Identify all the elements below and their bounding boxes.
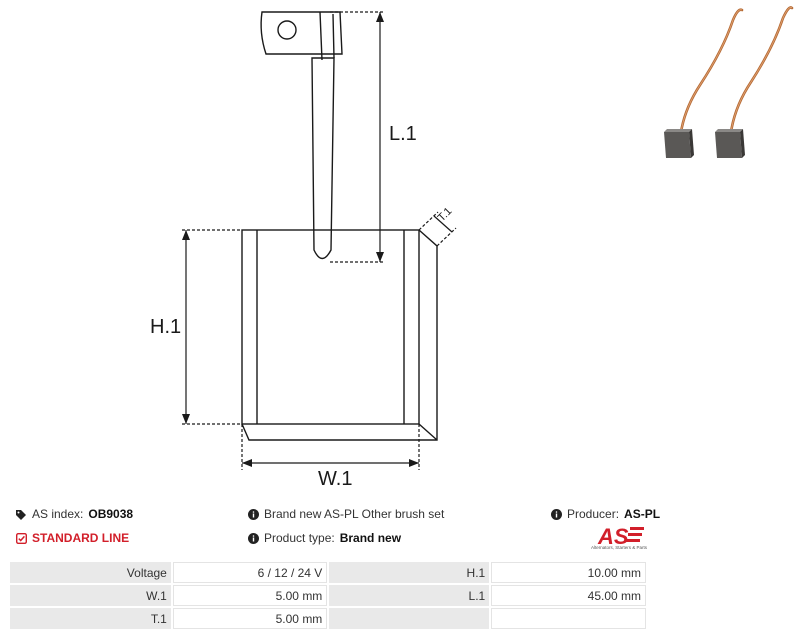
info-icon <box>248 508 259 520</box>
producer-label: Producer: <box>567 507 620 521</box>
product-photo <box>664 6 794 158</box>
spec-key: Voltage <box>10 562 171 583</box>
spec-value: 10.00 mm <box>491 562 646 583</box>
check-square-icon <box>16 532 27 544</box>
l1-label: L.1 <box>389 123 417 145</box>
terminal-tab <box>260 11 343 55</box>
info-icon <box>248 532 259 544</box>
spec-key: T.1 <box>10 608 171 629</box>
spec-key <box>329 608 490 629</box>
standard-line-label: STANDARD LINE <box>32 531 130 545</box>
spec-key: W.1 <box>10 585 171 606</box>
spec-key: L.1 <box>329 585 490 606</box>
brush-body <box>241 229 420 425</box>
product-type-value: Brand new <box>339 531 402 545</box>
technical-drawing: L.1 H.1 W.1 T.1 <box>150 11 457 490</box>
tag-icon <box>16 509 27 520</box>
as-logo-tagline: Alternators, Starters & Parts <box>590 545 648 550</box>
as-logo: AS <box>597 524 644 549</box>
producer-value: AS-PL <box>624 507 661 521</box>
terminal-hole <box>277 20 297 40</box>
info-icon <box>551 508 562 520</box>
standard-line: STANDARD LINE <box>16 531 129 545</box>
spec-key: H.1 <box>329 562 490 583</box>
as-index-label: AS index: <box>32 507 84 521</box>
as-index: AS index: OB9038 <box>16 507 133 521</box>
product-type-label: Product type: <box>264 531 335 545</box>
brush-piece <box>715 129 745 158</box>
brush-piece <box>664 129 694 158</box>
w1-label: W.1 <box>318 468 352 490</box>
spec-value: 5.00 mm <box>172 585 328 606</box>
t1-label: T.1 <box>436 205 455 224</box>
h1-label: H.1 <box>150 316 181 338</box>
spec-value: 6 / 12 / 24 V <box>172 562 328 583</box>
product-description: Brand new AS-PL Other brush set <box>248 507 444 521</box>
spec-value: 45.00 mm <box>491 585 646 606</box>
copper-lead <box>679 8 744 134</box>
producer: Producer: AS-PL <box>551 507 660 521</box>
product-type: Product type: Brand new <box>248 531 401 545</box>
wire <box>311 57 335 260</box>
spec-value <box>491 608 646 629</box>
spec-value: 5.00 mm <box>172 608 328 629</box>
copper-lead <box>729 6 794 134</box>
as-logo-text: AS <box>597 524 629 549</box>
as-index-value: OB9038 <box>88 507 134 521</box>
description-text: Brand new AS-PL Other brush set <box>264 507 445 521</box>
